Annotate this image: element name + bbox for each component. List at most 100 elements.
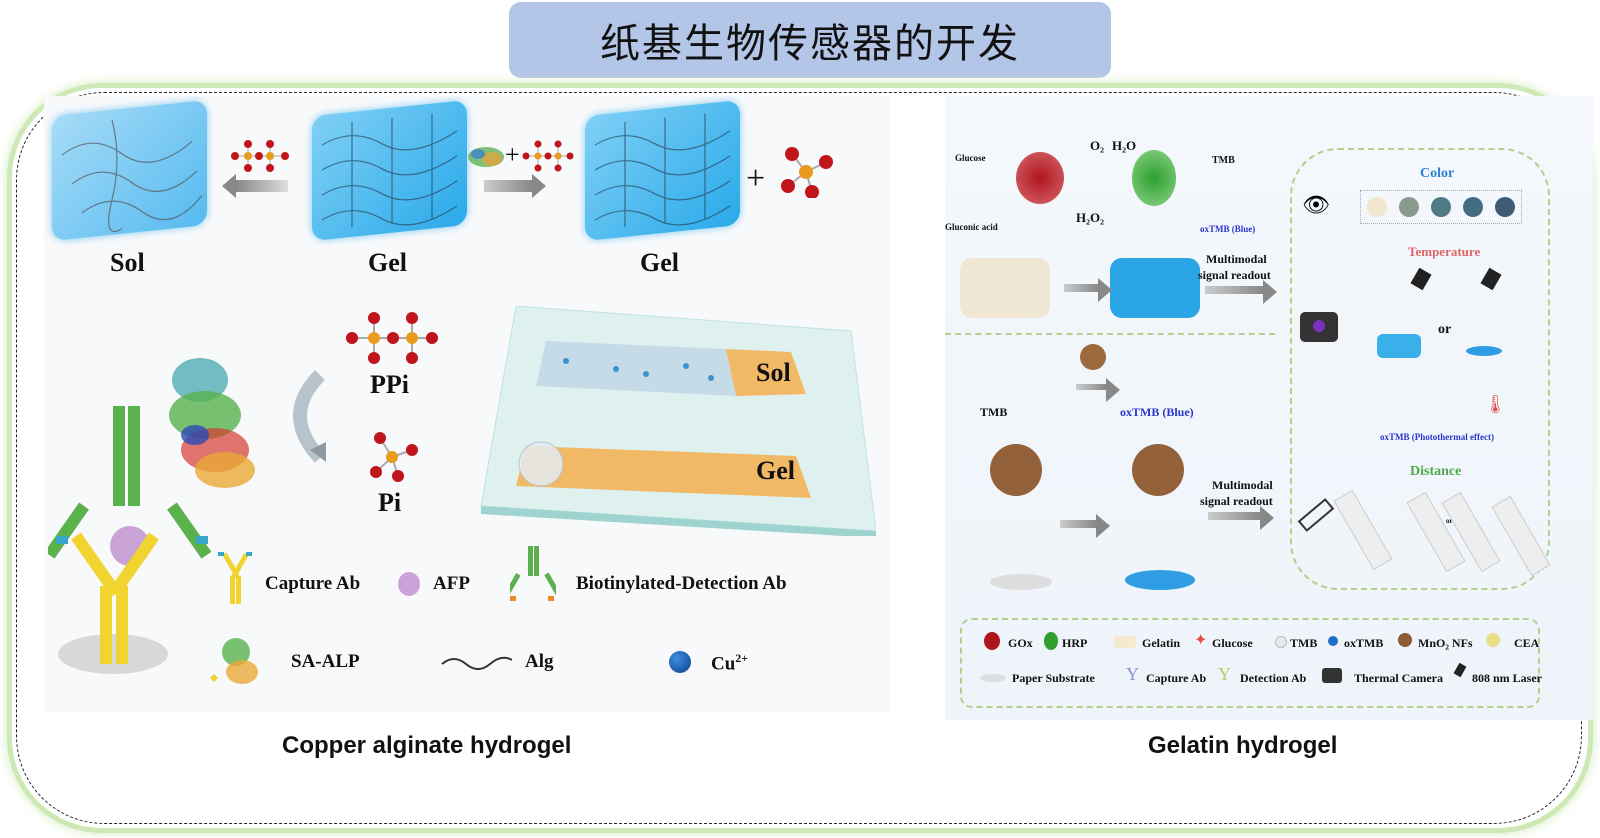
mno2-nanoflower-icon	[990, 444, 1042, 496]
legend-mno2: MnO₂ NFs	[1418, 636, 1473, 650]
mno2-nanoflower-icon	[1080, 344, 1106, 370]
glucose-icon: ✦	[1194, 632, 1208, 649]
o2-label: O₂	[1090, 138, 1105, 153]
pi-label: Pi	[378, 488, 402, 517]
section-divider	[945, 333, 1275, 335]
hrp-enzyme-icon	[1132, 150, 1176, 206]
thermal-camera-icon	[1300, 312, 1338, 342]
legend-afp: AFP	[433, 573, 470, 594]
crosslinked-network-icon	[321, 113, 458, 228]
legend-thermal-camera: Thermal Camera	[1354, 671, 1443, 685]
color-swatch	[1495, 197, 1515, 217]
arrow-icon	[1060, 514, 1110, 538]
legend-cu: Cu2+	[711, 651, 749, 675]
legend-capture-ab: Capture Ab	[265, 573, 361, 594]
tmb-label: TMB	[980, 405, 1008, 419]
gelatin-cylinder-icon	[1377, 334, 1421, 358]
phosphate-molecule-icon	[781, 147, 833, 198]
gox-enzyme-icon	[1016, 152, 1064, 204]
legend-oxtmb: oxTMB	[1344, 636, 1384, 650]
legend-cea: CEA	[1514, 636, 1540, 650]
pyrophosphate-molecule-icon	[522, 140, 574, 172]
photothermal-label: oxTMB (Photothermal effect)	[1380, 432, 1494, 442]
paper-substrate-icon	[990, 574, 1052, 590]
detection-antibody-icon	[48, 406, 212, 559]
color-swatch	[1463, 197, 1483, 217]
readout-label-1a: Multimodal	[1206, 252, 1267, 266]
immunoassay-sandwich-diagram	[48, 406, 212, 674]
plus-sign-2: +	[746, 160, 766, 197]
glucose-label: Glucose	[955, 153, 986, 163]
readout-label-2b: signal readout	[1200, 494, 1273, 508]
paper-substrate-icon	[980, 674, 1006, 682]
color-swatch	[1367, 197, 1387, 217]
gel-hydrogel-cube-2	[585, 99, 740, 242]
page-title: 纸基生物传感器的开发	[600, 21, 1020, 67]
alginate-chain-icon	[441, 656, 512, 670]
oxtmb-label-top: oxTMB (Blue)	[1200, 224, 1256, 234]
gelatin-icon	[1114, 636, 1136, 648]
gelatin-cylinder-before	[960, 258, 1050, 318]
color-title: Color	[1420, 166, 1455, 181]
legend-capture-ab-right: Capture Ab	[1146, 671, 1207, 685]
curved-arrow-icon	[293, 370, 326, 463]
paper-device-illustration	[480, 306, 876, 536]
gluconic-acid-label: Gluconic acid	[945, 222, 998, 232]
reverse-arrow-icon	[222, 174, 288, 198]
left-panel-caption: Copper alginate hydrogel	[282, 732, 572, 759]
gox-icon	[984, 632, 1000, 650]
distance-title: Distance	[1410, 464, 1462, 479]
readout-arrow-icon	[1205, 280, 1277, 304]
readout-box	[1290, 148, 1550, 590]
blue-paper-substrate-icon	[1125, 570, 1195, 590]
sa-alp-enzyme-icon	[468, 147, 504, 167]
hrp-icon	[1044, 632, 1058, 650]
crosslinked-network-icon	[594, 113, 731, 228]
or-label: or	[1438, 322, 1452, 337]
strip-sol-label: Sol	[756, 358, 791, 387]
right-legend-box	[960, 618, 1540, 708]
arrow-icon	[1076, 378, 1120, 402]
legend-laser: 808 nm Laser	[1472, 671, 1542, 685]
paper-substrate-icon	[58, 634, 168, 674]
gel-label-2: Gel	[640, 248, 679, 277]
ppi-label: PPi	[370, 370, 409, 399]
oxtmb-icon	[1328, 636, 1338, 646]
color-swatch	[1399, 197, 1419, 217]
legend-paper-substrate: Paper Substrate	[1012, 671, 1095, 685]
arrow-icon	[1064, 278, 1112, 302]
legend-hrp: HRP	[1062, 636, 1088, 650]
thermometer-icon: 🌡	[1484, 394, 1507, 414]
sa-alp-icon	[210, 638, 258, 684]
h2o-label: H₂O	[1112, 138, 1137, 153]
h2o2-label: H₂O₂	[1076, 210, 1105, 225]
temperature-title: Temperature	[1408, 244, 1481, 259]
eye-icon: 👁	[1302, 192, 1330, 217]
pyrophosphate-molecule-icon	[346, 312, 438, 364]
title-banner: 纸基生物传感器的开发	[509, 2, 1111, 78]
tmb-label-top: TMB	[1212, 155, 1235, 166]
oxtmb-label: oxTMB (Blue)	[1120, 405, 1194, 419]
legend-detection-ab: Biotinylated-Detection Ab	[576, 573, 787, 594]
cea-icon	[1486, 633, 1500, 647]
detection-antibody-icon	[510, 546, 556, 601]
distance-or-label: or	[1446, 517, 1453, 525]
legend-tmb: TMB	[1290, 636, 1318, 650]
legend-detection-ab-right: Detection Ab	[1240, 671, 1307, 685]
mno2-nanoflower-icon	[1132, 444, 1184, 496]
color-swatch	[1431, 197, 1451, 217]
gelatin-panel	[945, 96, 1593, 720]
afp-icon	[398, 572, 420, 596]
legend-sa-alp: SA-ALP	[291, 651, 360, 672]
thermal-camera-icon	[1322, 668, 1342, 683]
legend-alg: Alg	[525, 651, 554, 672]
sol-hydrogel-cube	[52, 99, 207, 242]
copper-ion-icon	[669, 651, 691, 673]
readout-label-2a: Multimodal	[1212, 478, 1273, 492]
readout-label-1b: signal readout	[1198, 268, 1271, 282]
forward-arrow-icon	[484, 174, 546, 198]
pyrophosphate-molecule-icon	[231, 140, 289, 172]
mno2-icon	[1398, 633, 1412, 647]
legend-gox: GOx	[1008, 636, 1033, 650]
legend-gelatin: Gelatin	[1142, 636, 1180, 650]
